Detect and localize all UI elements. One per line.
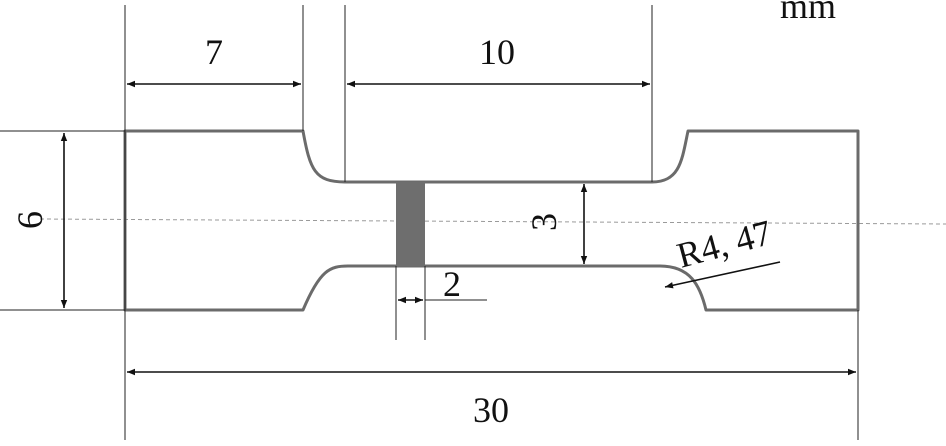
marked-band <box>396 182 425 266</box>
radius-leader <box>664 261 781 289</box>
dim-label-gauge-width: 3 <box>524 213 564 231</box>
dim-label-band-width: 2 <box>443 264 461 304</box>
dim-label-total-length: 30 <box>473 390 509 430</box>
center-line <box>39 218 946 225</box>
dim-label-grip-length: 7 <box>205 32 223 72</box>
specimen-outline <box>123 129 860 312</box>
dim-label-gauge-length: 10 <box>479 32 515 72</box>
units-label: mm <box>780 0 836 26</box>
dim-label-grip-width: 6 <box>10 211 50 229</box>
